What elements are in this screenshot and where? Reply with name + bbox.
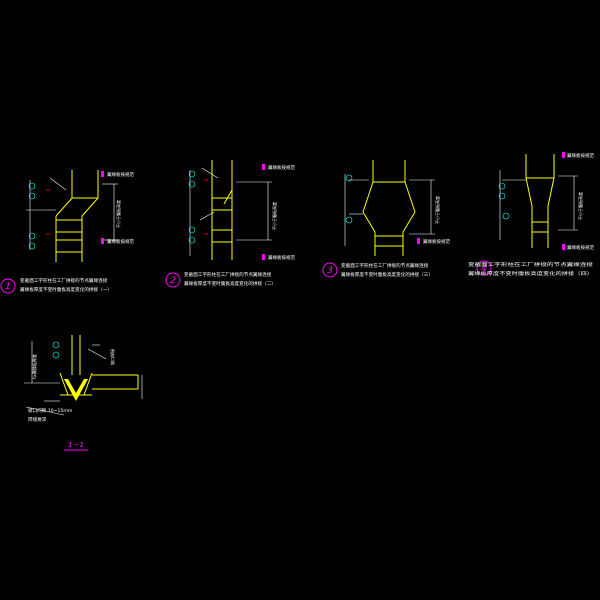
caption-line-2: 翼缘板厚度不变时腹板高度变化的拼接（一） — [20, 286, 112, 293]
section-note-line-1: 坡口间隙 10~15mm — [28, 407, 73, 414]
caption-line-1: 变截面工字形柱在工厂拼接的节点翼缘连接 — [20, 277, 108, 284]
detail-number: 3 — [327, 266, 333, 276]
detail-number: 1 — [5, 282, 11, 292]
top-note: 翼缘板按规范 — [107, 171, 134, 178]
dimension-label: 不小于腹板高度 — [271, 202, 277, 230]
right-text: 坡口焊接 — [109, 349, 115, 365]
caption-line-1: 变截面工字形柱在工厂拼接的节点翼缘连接 — [184, 271, 272, 278]
caption-line-1: 变截面工字形柱在工厂拼接的节点翼缘连接 — [468, 261, 594, 268]
top-note-marker — [262, 164, 265, 170]
red-marks — [204, 179, 208, 235]
detail-3: 翼缘板按规范 不小于腹板高度 3 变截面工字形柱在工厂拼接的节点翼缘连接 翼缘板… — [322, 160, 450, 278]
detail-number: 2 — [170, 276, 176, 286]
weld-symbols — [52, 341, 60, 359]
caption-line-2: 翼缘板厚度不变时腹板高度变化的拼接（二） — [184, 280, 276, 287]
side-text: t≥翼缘板厚度 — [31, 354, 37, 379]
caption-line-2: 翼缘板厚度不变时腹板高度变化的拼接（三） — [341, 271, 433, 278]
section-note-line-2: 焊缝要求 — [28, 416, 47, 423]
red-marks — [46, 189, 50, 235]
top-note-marker — [562, 152, 565, 158]
detail-4: 翼缘板按规范 翼缘板按规范 不小于腹板高度 4 变截面工字形柱在工厂拼接的节点翼… — [468, 152, 594, 277]
column-outline — [55, 170, 99, 262]
weld-symbols — [498, 182, 510, 220]
dimension-lines — [499, 170, 578, 240]
detail-2: 翼缘板按规范 翼缘板按规范 不小于腹板高度 2 变截面工字形柱在工厂拼接的节点翼… — [165, 160, 295, 288]
bottom-note: 翼缘板按规范 — [423, 238, 450, 245]
bottom-note: 翼缘板按规范 — [268, 254, 295, 261]
dimension-label: 不小于腹板高度 — [434, 196, 440, 224]
bottom-note: 翼缘板按规范 — [107, 238, 134, 245]
detail-1: 翼缘板按规范 翼缘板按规范 不小于腹板高度 1 变截面工字形柱在工厂拼接的节点翼… — [0, 170, 134, 294]
caption-line-2: 翼缘板厚度不变时腹板高度变化的拼接（四） — [468, 270, 593, 277]
column-outline — [525, 154, 555, 248]
detail-marker-circle — [165, 272, 181, 288]
top-note: 翼缘板按规范 — [567, 152, 594, 159]
dimension-label: 不小于腹板高度 — [577, 192, 583, 220]
section-outline — [59, 335, 139, 396]
bottom-note: 翼缘板按规范 — [567, 244, 594, 251]
section-1-1: t≥翼缘板厚度 坡口焊接 坡口间隙 10~15mm 焊缝要求 1－1 — [24, 335, 143, 451]
column-outline — [362, 160, 416, 256]
section-label: 1－1 — [68, 441, 84, 449]
weld-symbols — [345, 174, 353, 224]
bottom-note-marker — [262, 254, 265, 260]
weld-fill — [64, 379, 88, 401]
bottom-note-marker — [417, 238, 420, 244]
weld-symbols — [188, 170, 196, 244]
dimension-lines — [24, 341, 143, 416]
dimension-lines — [344, 174, 435, 246]
weld-symbols — [28, 182, 36, 250]
dimension-label: 不小于腹板高度 — [115, 200, 121, 228]
dimension-lines — [189, 167, 272, 256]
detail-marker-circle — [322, 262, 338, 278]
detail-marker-circle — [476, 260, 492, 276]
bottom-note-marker — [562, 244, 565, 250]
top-note: 翼缘板按规范 — [268, 164, 295, 171]
detail-marker-circle — [0, 278, 16, 294]
top-note-marker — [101, 171, 104, 177]
bottom-note-marker — [101, 238, 104, 244]
detail-number: 4 — [481, 264, 487, 274]
caption-line-1: 变截面工字形柱在工厂拼接的节点翼缘连接 — [341, 262, 429, 269]
column-outline — [211, 160, 233, 260]
